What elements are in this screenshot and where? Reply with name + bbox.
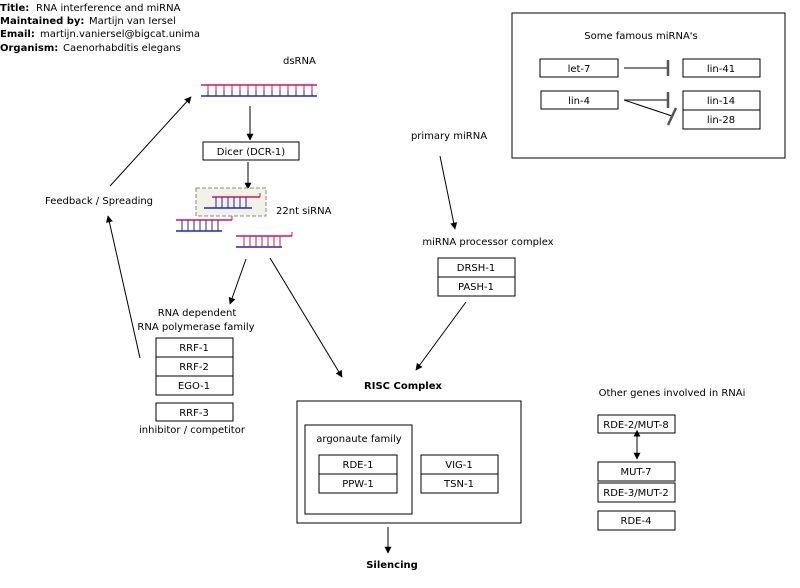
primary-mirna-label: primary miRNA <box>411 131 487 142</box>
inhibition-bar-icon <box>666 107 678 126</box>
famous-mirna-label: Some famous miRNA's <box>584 31 698 42</box>
rde4-label: RDE-4 <box>621 516 652 527</box>
silencing-label: Silencing <box>366 560 418 571</box>
ego1-label: EGO-1 <box>178 381 210 392</box>
arrow-feedback-to-dsrna <box>109 96 192 187</box>
arrow-rdrp-to-feedback <box>105 215 141 359</box>
rrf1-node[interactable]: RRF-1 <box>155 337 234 358</box>
rdrp-label-line1: RNA dependent <box>158 308 237 319</box>
drsh1-label: DRSH-1 <box>457 263 496 274</box>
inhibitor-label: inhibitor / competitor <box>139 425 246 436</box>
argonaute-label: argonaute family <box>316 434 402 445</box>
rde1-label: RDE-1 <box>343 460 374 471</box>
mut7-label: MUT-7 <box>620 467 651 478</box>
rde3-label: RDE-3/MUT-2 <box>603 488 668 499</box>
vig1-node[interactable]: VIG-1 <box>420 454 499 475</box>
dicer-node[interactable]: Dicer (DCR-1) <box>202 141 300 161</box>
email-value: martijn.vaniersel@bigcat.unima <box>40 29 200 40</box>
rde4-node[interactable]: RDE-4 <box>597 510 676 531</box>
pash1-node[interactable]: PASH-1 <box>437 276 516 297</box>
rrf3-node[interactable]: RRF-3 <box>155 402 234 422</box>
rrf1-label: RRF-1 <box>179 343 209 354</box>
dicer-label: Dicer (DCR-1) <box>217 147 286 158</box>
let7-label: let-7 <box>568 64 591 75</box>
ppw1-node[interactable]: PPW-1 <box>318 473 398 494</box>
tsn1-label: TSN-1 <box>443 479 474 490</box>
title-label: Title: <box>0 3 29 14</box>
rde2-node[interactable]: RDE-2/MUT-8 <box>597 414 676 434</box>
sirna-label: 22nt siRNA <box>276 206 332 217</box>
feedback-label: Feedback / Spreading <box>45 196 153 207</box>
title-value: RNA interference and miRNA <box>36 3 181 14</box>
rde3-node[interactable]: RDE-3/MUT-2 <box>597 482 676 503</box>
maintainer-value: Martijn van Iersel <box>89 16 176 27</box>
lin4-label: lin-4 <box>568 96 590 107</box>
ego1-node[interactable]: EGO-1 <box>155 375 234 396</box>
organism-value: Caenorhabditis elegans <box>63 43 181 54</box>
lin41-label: lin-41 <box>707 64 735 75</box>
rde1-node[interactable]: RDE-1 <box>318 454 398 475</box>
arrow-sirna-to-risc <box>269 257 343 378</box>
mut7-node[interactable]: MUT-7 <box>597 461 676 482</box>
inhibition-lin4-lin28 <box>623 99 673 117</box>
let7-node[interactable]: let-7 <box>539 58 619 78</box>
sirna-duplexes-icon <box>176 187 293 248</box>
rrf3-label: RRF-3 <box>179 408 209 419</box>
lin14-node[interactable]: lin-14 <box>682 90 761 111</box>
rde2-label: RDE-2/MUT-8 <box>603 420 668 431</box>
header-info: Title: RNA interference and miRNA Mainta… <box>0 3 200 54</box>
ppw1-label: PPW-1 <box>342 479 374 490</box>
arrow-primary-to-processor <box>439 155 458 230</box>
lin4-node[interactable]: lin-4 <box>540 90 619 110</box>
vig1-label: VIG-1 <box>445 460 473 471</box>
rrf2-label: RRF-2 <box>179 362 209 373</box>
drsh1-node[interactable]: DRSH-1 <box>437 257 516 278</box>
arrow-processor-to-risc <box>415 301 467 371</box>
rdrp-label-line2: RNA polymerase family <box>137 322 254 333</box>
lin28-node[interactable]: lin-28 <box>682 109 761 130</box>
lin14-label: lin-14 <box>707 96 735 107</box>
lin41-node[interactable]: lin-41 <box>682 58 761 78</box>
mirna-processor-label: miRNA processor complex <box>422 237 553 248</box>
lin28-label: lin-28 <box>707 115 735 126</box>
organism-label: Organism: <box>0 43 58 54</box>
arrow-sirna-to-rdrp <box>228 258 247 305</box>
maintainer-label: Maintained by: <box>0 16 84 27</box>
dsrna-duplex-icon <box>201 84 317 97</box>
pash1-label: PASH-1 <box>458 282 494 293</box>
email-label: Email: <box>0 29 35 40</box>
rrf2-node[interactable]: RRF-2 <box>155 356 234 377</box>
other-genes-label: Other genes involved in RNAi <box>599 388 746 399</box>
famous-mirna-box <box>511 12 786 159</box>
tsn1-node[interactable]: TSN-1 <box>420 473 499 494</box>
risc-label: RISC Complex <box>364 381 442 392</box>
dsrna-label: dsRNA <box>283 56 316 67</box>
